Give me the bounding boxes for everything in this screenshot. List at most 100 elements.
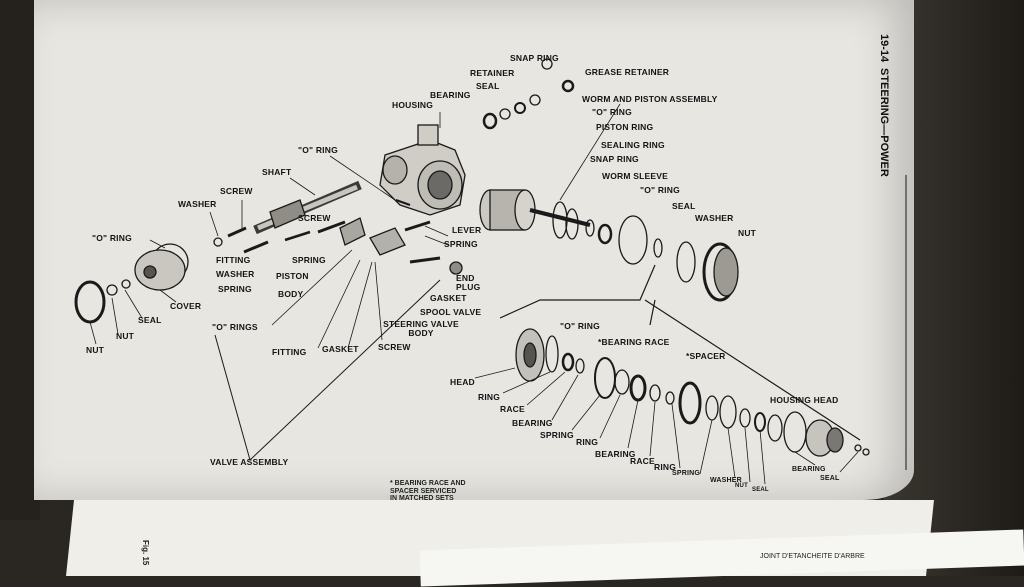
label-spring-a: SPRING [540, 430, 574, 440]
label-housing-head: HOUSING HEAD [770, 395, 839, 405]
fitting-part [243, 240, 269, 254]
label-washer-mid: WASHER [216, 269, 255, 279]
spring-b-part [705, 395, 719, 421]
label-o-ring-left: "O" RING [92, 233, 132, 243]
label-cover: COVER [170, 301, 202, 311]
label-spring-left: SPRING [218, 284, 252, 294]
label-shaft: SHAFT [262, 167, 292, 177]
label-head: HEAD [450, 377, 475, 387]
label-seal-c: SEAL [820, 475, 840, 482]
label-body: BODY [278, 289, 304, 299]
head-part [515, 328, 545, 382]
shaft-part [253, 180, 362, 235]
footnote-line-3: IN MATCHED SETS [390, 495, 454, 503]
label-end-plug: END PLUG [456, 273, 481, 292]
label-bearing-c: BEARING [792, 466, 826, 473]
ring-b-part [614, 369, 630, 395]
housing-part [379, 124, 466, 216]
label-ring-c: RING [654, 462, 677, 472]
steering-valve-body-part [369, 227, 406, 256]
o-ring-part-2 [653, 238, 663, 258]
label-race-b: RACE [630, 456, 655, 466]
label-valve-assembly: VALVE ASSEMBLY [210, 457, 289, 467]
label-bearing-race: *BEARING RACE [598, 337, 670, 347]
retainer-part [529, 94, 541, 106]
label-piston: PISTON [276, 271, 309, 281]
nut-left-big [74, 280, 106, 324]
manual-page [34, 0, 914, 500]
label-ring-a: RING [478, 392, 501, 402]
label-piston-ring: PISTON RING [596, 122, 654, 132]
bearing-b-part [629, 374, 647, 402]
label-spring-b: SPRING [672, 470, 701, 477]
body-part [339, 217, 366, 246]
label-fitting-bottom: FITTING [272, 347, 307, 357]
label-gasket-right: GASKET [430, 293, 467, 303]
label-screw-top: SCREW [220, 186, 253, 196]
piston-part [317, 220, 346, 234]
lever-part [404, 220, 431, 232]
label-worm-sleeve: WORM SLEEVE [602, 171, 668, 181]
label-washer-b: WASHER [710, 477, 742, 484]
label-screw-bottom: SCREW [378, 342, 411, 352]
background-left [0, 0, 40, 520]
piston-ring-part [565, 208, 579, 240]
worm-piston-part [479, 189, 591, 231]
label-ring-b: RING [576, 437, 599, 447]
label-snap-ring-top: SNAP RING [510, 53, 559, 63]
bearing-c-part [854, 444, 862, 452]
label-o-ring-1: "O" RING [592, 107, 632, 117]
housing-head-part [805, 419, 844, 457]
ring-c-part [665, 391, 675, 405]
o-ring-d-part [783, 411, 807, 453]
seal-b-part [754, 412, 766, 432]
label-grease-retainer: GREASE RETAINER [585, 67, 670, 77]
label-worm-piston: WORM AND PISTON ASSEMBLY [582, 94, 718, 104]
bearing-part [499, 108, 511, 120]
snap-ring-part [541, 58, 553, 70]
head-bracket-right [644, 299, 861, 441]
label-seal-b: SEAL [752, 487, 769, 493]
snap-ring-part-2 [597, 223, 613, 245]
grease-retainer-part [561, 79, 575, 93]
label-nut-b: NUT [735, 483, 748, 489]
o-ring-head-part [545, 335, 559, 373]
race-a-part [561, 352, 575, 372]
label-washer-left: WASHER [178, 199, 217, 209]
spring-mid-part [284, 230, 311, 242]
label-nut-right: NUT [738, 228, 757, 238]
sealing-ring-part [585, 219, 595, 237]
label-washer-right: WASHER [695, 213, 734, 223]
label-seal-top: SEAL [476, 81, 500, 91]
nut-left-part [106, 284, 118, 296]
spacer-part [678, 381, 702, 425]
label-o-ring-2: "O" RING [640, 185, 680, 195]
label-steering-valve-body: STEERING VALVE BODY [383, 319, 459, 339]
washer-b-part [719, 395, 737, 429]
label-lever: LEVER [452, 225, 482, 235]
label-nut-left1: NUT [116, 331, 135, 341]
washer-right-part [676, 241, 696, 283]
label-nut-left2: NUT [86, 345, 105, 355]
label-screw-mid: SCREW [298, 213, 331, 223]
paper-strip-text: JOINT D'ETANCHEITE D'ARBRE [760, 553, 865, 560]
footnote-line-1: * BEARING RACE AND [390, 480, 466, 487]
footnote-line-2: SPACER SERVICED [390, 487, 457, 495]
spring-a-part [594, 357, 616, 399]
end-plug-part [449, 261, 463, 275]
label-fitting: FITTING [216, 255, 251, 265]
label-sealing-ring: SEALING RING [601, 140, 665, 150]
bearing-cup-part [482, 112, 498, 130]
seal-left-part [121, 279, 131, 289]
page-number: 19-14 [878, 34, 890, 63]
washer-left-part [213, 237, 223, 247]
label-o-rings: "O" RINGS [212, 322, 258, 332]
fig-label: Fig. 15 [141, 540, 150, 566]
label-bearing-top: BEARING [430, 90, 471, 100]
nut-right-part [702, 242, 739, 302]
label-o-ring-head: "O" RING [560, 321, 600, 331]
valve-assembly-bracket [214, 279, 441, 461]
o-ring-small [395, 199, 411, 206]
spool-valve-part [409, 256, 441, 264]
